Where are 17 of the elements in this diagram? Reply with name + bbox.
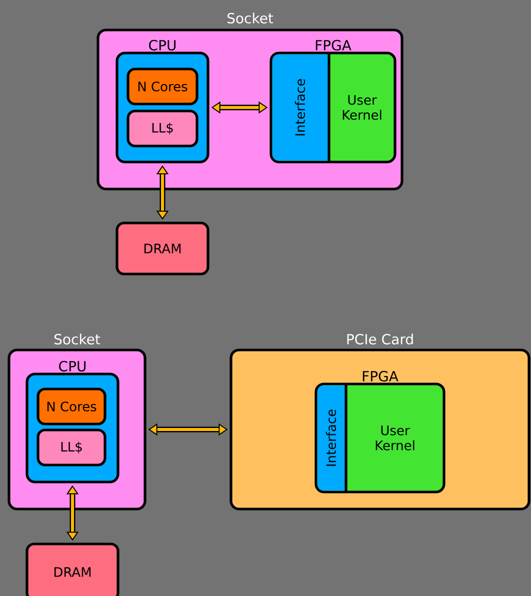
dram-box: DRAM [26,542,120,596]
kernel-block: User Kernel [328,53,382,162]
dram-box: DRAM [116,222,210,276]
interface-block: Interface [317,385,346,491]
node-label: PCIe Card [347,334,413,345]
cores-box: N Cores [36,388,106,426]
node-label: CPU [59,360,86,372]
cache-box: LL$ [126,110,198,148]
cores-box: N Cores [126,68,198,106]
kernel-block: User Kernel [344,384,414,492]
node-label: FPGA [316,40,352,51]
node-label: CPU [149,40,176,51]
node-label: Socket [54,334,100,345]
cache-box: LL$ [36,428,106,466]
node-label: FPGA [362,370,398,382]
interface-block: Interface [272,54,329,161]
node-label: Socket [227,12,274,24]
